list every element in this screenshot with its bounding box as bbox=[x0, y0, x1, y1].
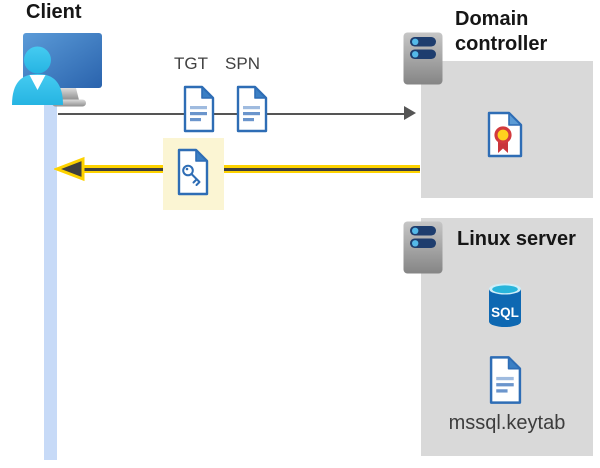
tgt-label: TGT bbox=[174, 54, 208, 73]
keytab-filename: mssql.keytab bbox=[448, 412, 566, 434]
client-user-monitor-icon bbox=[12, 33, 102, 107]
key-document-icon bbox=[177, 148, 209, 196]
keytab-document-icon bbox=[489, 356, 522, 404]
linux-server-label: Linux server bbox=[457, 228, 576, 250]
domain-controller-server-icon bbox=[403, 32, 443, 85]
domain-controller-label: Domain controller bbox=[455, 7, 547, 57]
person-icon bbox=[12, 46, 63, 105]
client-timeline-bar bbox=[44, 96, 57, 460]
spn-document-icon bbox=[236, 85, 268, 133]
tgt-document-icon bbox=[183, 85, 215, 133]
monitor-icon bbox=[23, 33, 102, 88]
ticket-request-arrow-line bbox=[58, 113, 406, 115]
sql-database-icon: SQL bbox=[489, 283, 521, 327]
ticket-request-arrow-head bbox=[404, 106, 416, 120]
spn-label: SPN bbox=[225, 54, 260, 73]
sql-badge-text: SQL bbox=[491, 305, 519, 320]
service-ticket-arrow-core bbox=[80, 167, 420, 171]
linux-server-panel bbox=[421, 218, 593, 456]
linux-server-icon bbox=[403, 221, 443, 274]
client-label: Client bbox=[26, 1, 82, 23]
domain-controller-label-line2: controller bbox=[455, 33, 548, 55]
certificate-icon bbox=[487, 111, 523, 158]
domain-controller-label-line1: Domain bbox=[455, 8, 529, 30]
service-ticket-arrow-head bbox=[54, 156, 85, 182]
